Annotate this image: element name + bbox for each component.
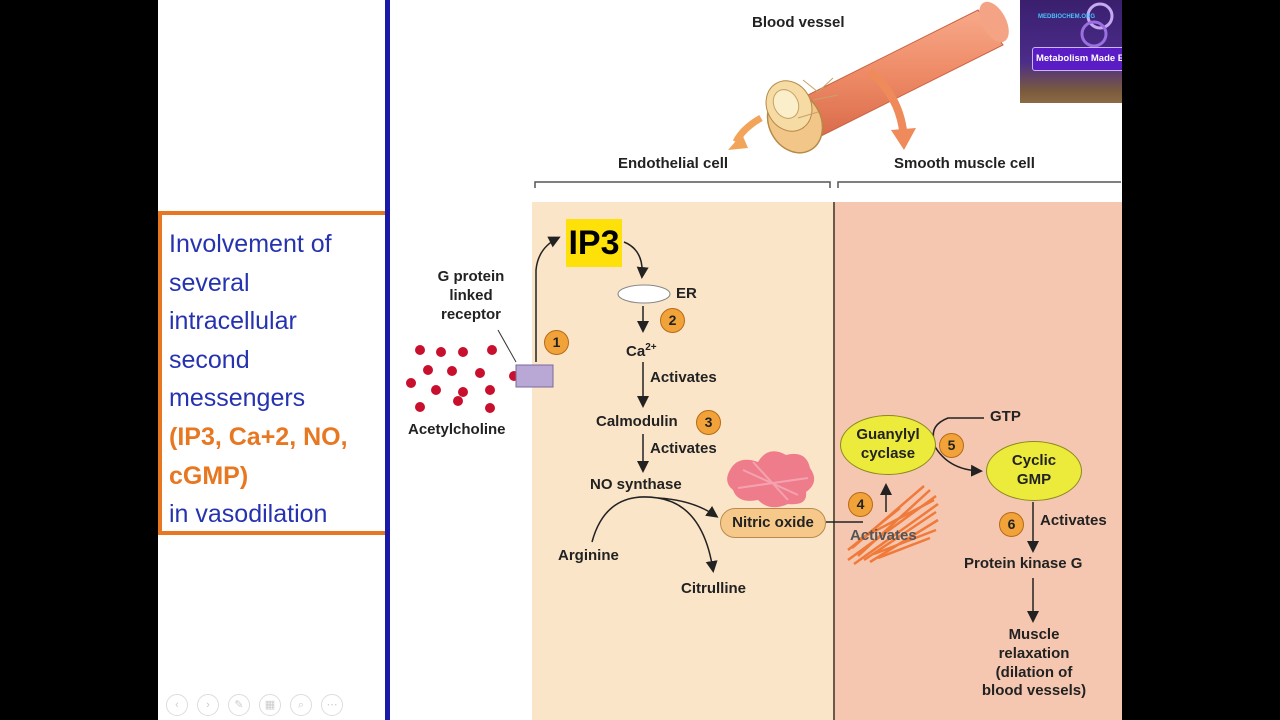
orange-highlight-scribble <box>847 485 939 566</box>
text-line: Involvement of <box>169 230 332 258</box>
activates-label-4: Activates <box>850 527 917 544</box>
step-badge-5: 5 <box>939 433 964 458</box>
nitric-oxide-pill: Nitric oxide <box>720 508 826 538</box>
text-line: intracellular <box>169 307 297 336</box>
pen-icon[interactable]: ✎ <box>228 694 250 716</box>
gtp-label: GTP <box>990 408 1021 425</box>
slide: Involvement of several intracellular sec… <box>158 0 1122 720</box>
endothelial-bracket <box>534 181 831 188</box>
receptor-shape <box>515 364 554 388</box>
pathway-graphics <box>406 1 1121 623</box>
slideshow-toolbar: ‹ › ✎ ▦ ⌕ ⋯ <box>166 694 343 716</box>
slides-icon[interactable]: ▦ <box>259 694 281 716</box>
muscle-relaxation-label: Muscle relaxation (dilation of blood ves… <box>981 626 1087 700</box>
endothelial-cell-label: Endothelial cell <box>618 155 729 172</box>
step-badge-6: 6 <box>999 512 1024 537</box>
step-badge-4: 4 <box>848 492 873 517</box>
step-badge-1: 1 <box>544 330 569 355</box>
smooth-muscle-cell-label: Smooth muscle cell <box>894 155 1035 172</box>
no-synthase-label: NO synthase <box>590 476 682 493</box>
back-icon[interactable]: ‹ <box>166 694 188 716</box>
activates-label-1: Activates <box>650 369 717 386</box>
step-badge-3: 3 <box>696 410 721 435</box>
activates-label-6: Activates <box>1040 512 1107 529</box>
text-line: several <box>169 268 250 297</box>
text-line: messengers <box>169 384 306 413</box>
er-label: ER <box>676 285 697 302</box>
calmodulin-label: Calmodulin <box>596 413 678 430</box>
red-highlight-scribble <box>727 451 815 508</box>
step-badge-2: 2 <box>660 308 685 333</box>
g-protein-receptor-label: G protein linked receptor <box>437 268 505 323</box>
vertical-divider-line <box>385 0 390 720</box>
acetylcholine-molecules <box>406 345 519 413</box>
blood-vessel-label: Blood vessel <box>752 14 845 31</box>
logo-tagline: Metabolism Made Easy <box>1032 47 1122 71</box>
protein-kinase-g-label: Protein kinase G <box>964 555 1083 572</box>
more-icon[interactable]: ⋯ <box>321 694 343 716</box>
logo-small-text: MEDBIOCHEM.ORG <box>1038 14 1095 20</box>
cell-membrane-divider <box>833 202 835 720</box>
text-line: second <box>169 345 250 374</box>
acetylcholine-label: Acetylcholine <box>408 421 506 438</box>
forward-icon[interactable]: › <box>197 694 219 716</box>
citrulline-label: Citrulline <box>681 580 747 597</box>
arginine-label: Arginine <box>558 547 619 564</box>
logo-mark-icon <box>1080 2 1114 48</box>
text-line-messengers: (IP3, Ca+2, NO, <box>169 422 348 451</box>
blood-vessel-illustration <box>728 1 1009 154</box>
text-line-cgmp: cGMP) <box>169 461 249 490</box>
activates-label-2: Activates <box>650 440 717 457</box>
title-text-box: Involvement of several intracellular sec… <box>158 211 389 535</box>
text-line: in vasodilation <box>169 500 328 529</box>
zoom-icon[interactable]: ⌕ <box>290 694 312 716</box>
calcium-label: Ca2+ <box>626 342 657 360</box>
smooth-muscle-bracket <box>837 181 1121 188</box>
channel-logo: MEDBIOCHEM.ORG Metabolism Made Easy <box>1020 0 1122 103</box>
ip3-highlight: IP3 <box>566 219 622 267</box>
